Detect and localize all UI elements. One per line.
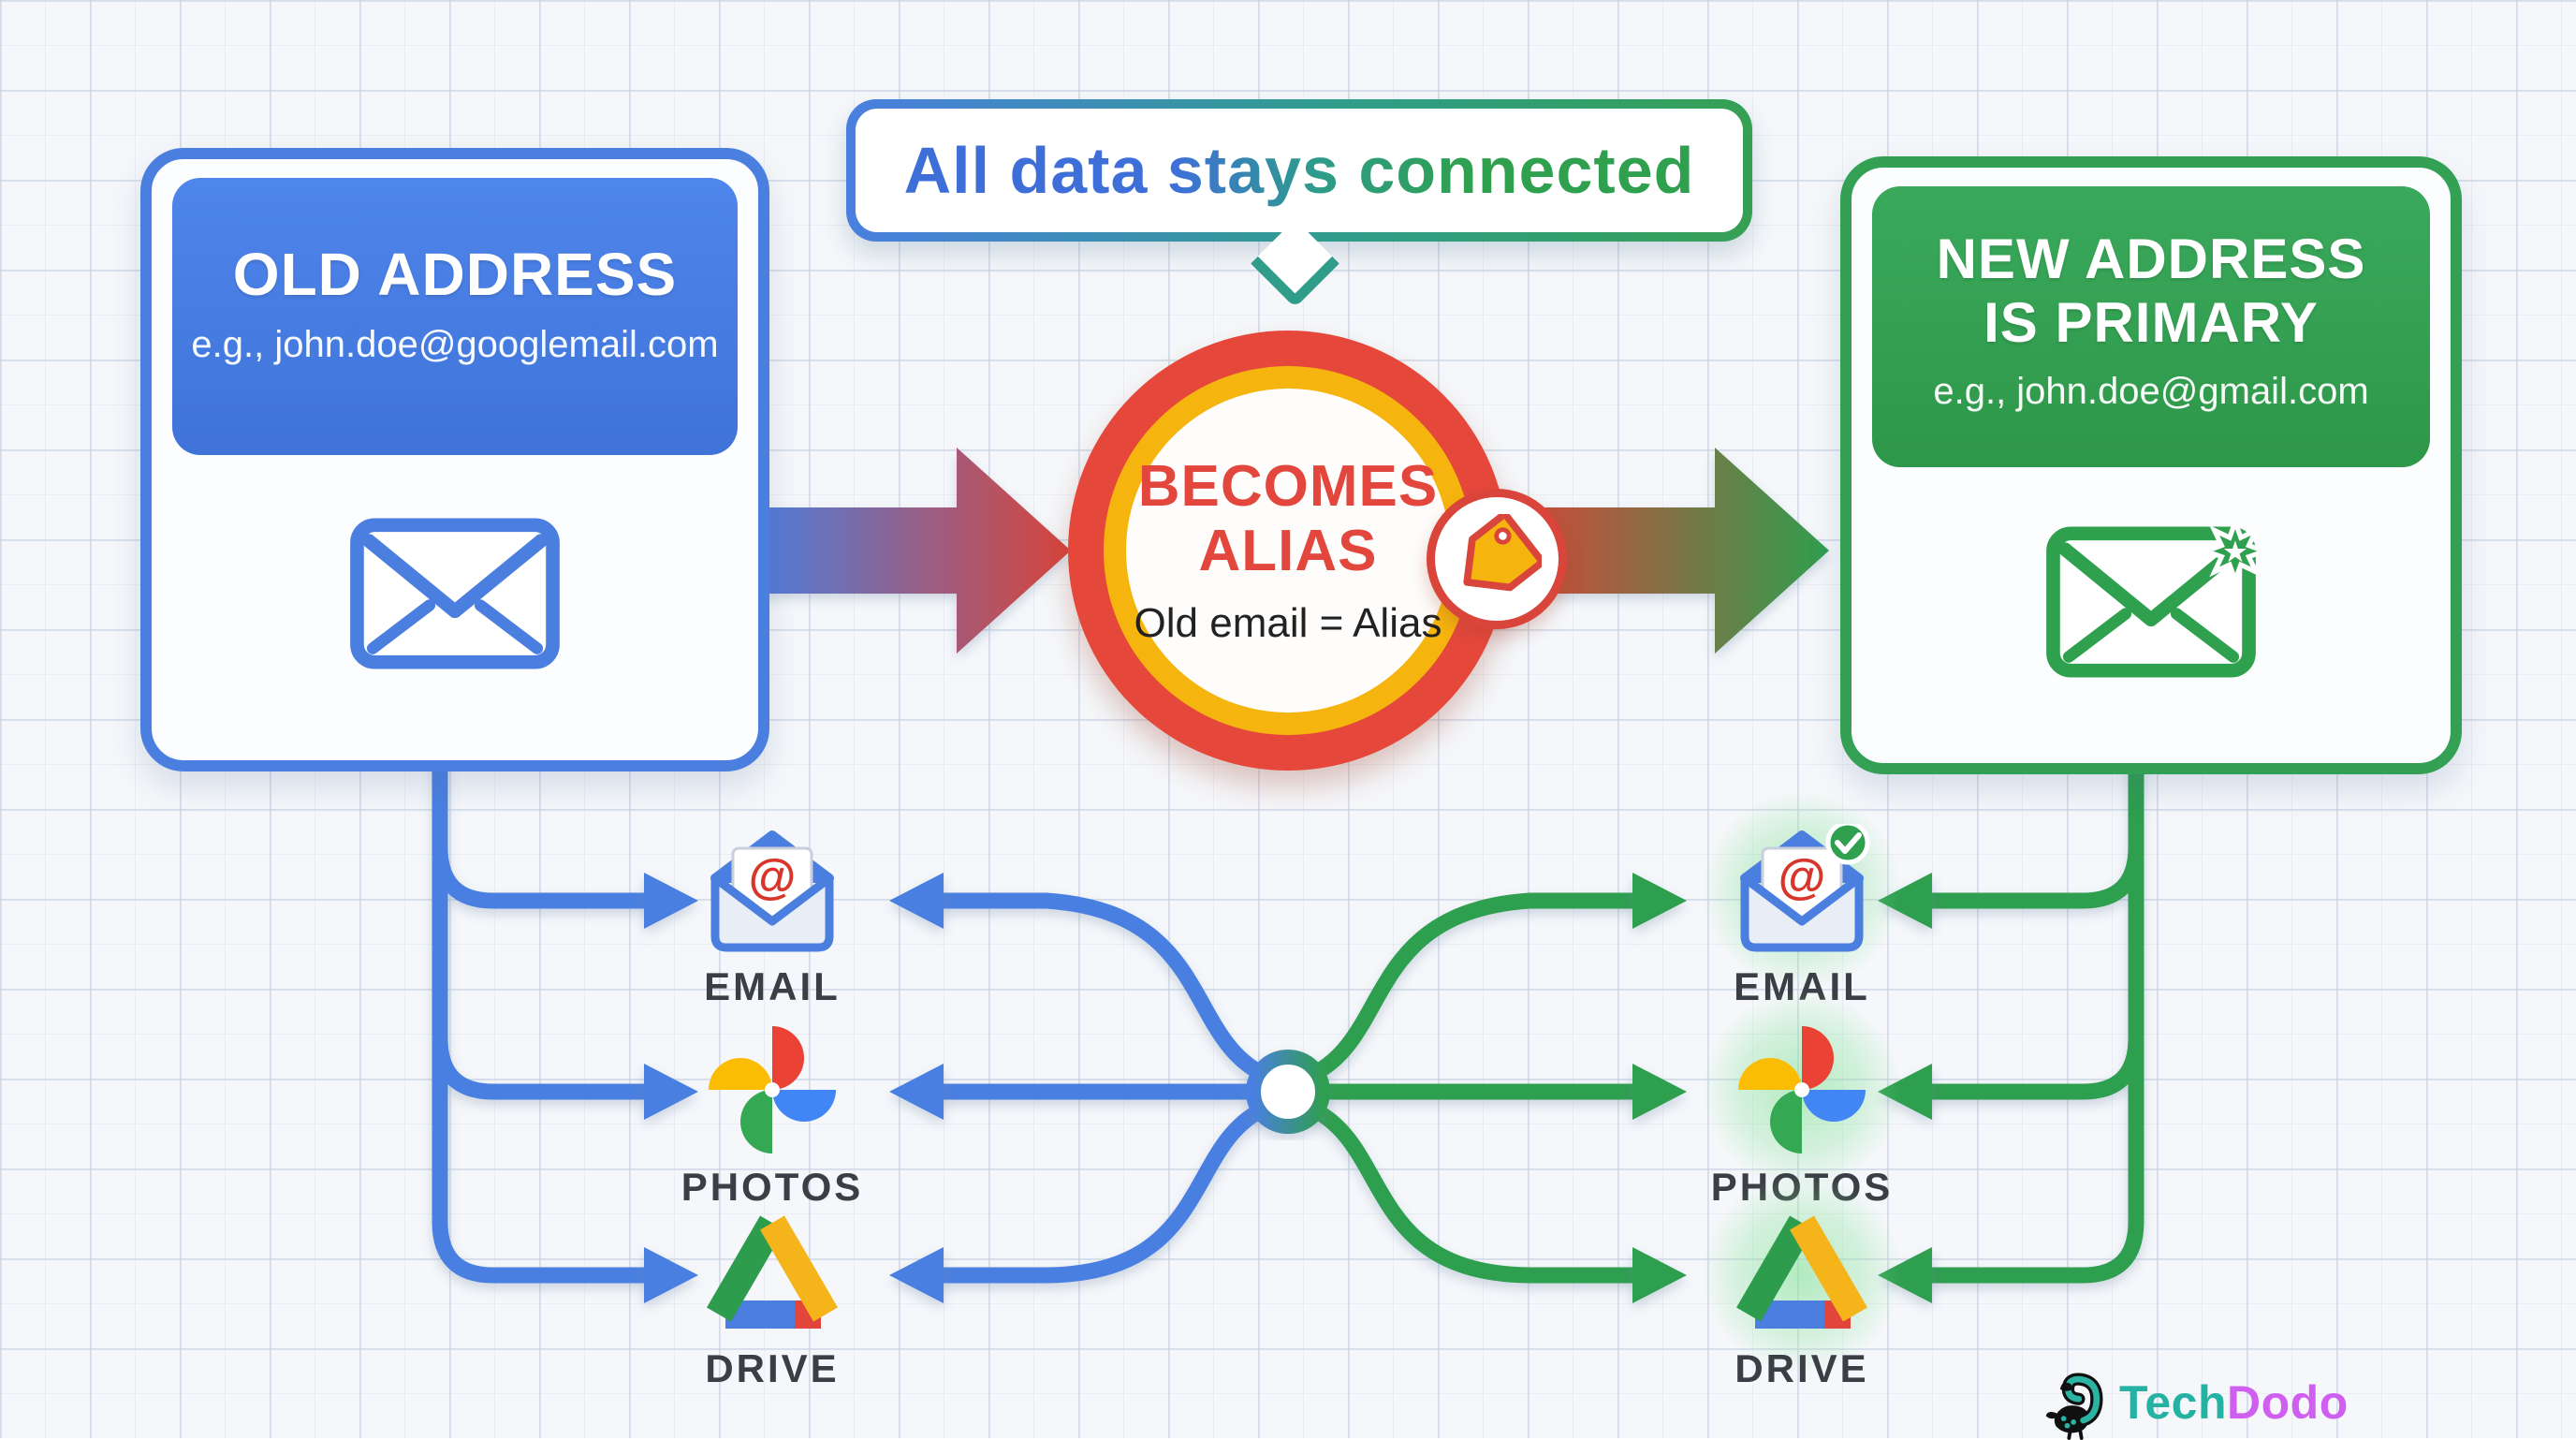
brand-name-dodo: Dodo — [2227, 1376, 2349, 1429]
email-open-icon: @ — [702, 824, 842, 957]
brand-name-tech: Tech — [2119, 1376, 2227, 1429]
new-address-title-line1: NEW ADDRESS — [1936, 228, 2366, 290]
service-label: EMAIL — [704, 964, 841, 1008]
alias-to-new-arrow — [1505, 448, 1829, 654]
star-burst-badge: ★ — [2198, 523, 2259, 588]
new-address-title-line2: IS PRIMARY — [1983, 291, 2319, 355]
banner-inner: All data stays connected — [856, 109, 1743, 232]
service-label: PHOTOS — [681, 1165, 864, 1209]
email-open-checked-icon: @ — [1704, 792, 1900, 989]
banner-bubble: All data stays connected — [846, 99, 1752, 308]
alias-inner-disc: BECOMES ALIAS Old email = Alias — [1126, 389, 1450, 713]
old-address-example: e.g., john.doe@googlemail.com — [191, 324, 719, 365]
dodo-bird-icon — [2045, 1373, 2103, 1440]
service-label: DRIVE — [1734, 1346, 1869, 1390]
left-service-drive: DRIVE — [669, 1208, 875, 1391]
right-service-email: @ EMAIL — [1699, 792, 1905, 1009]
alias-tag-badge — [1427, 489, 1567, 629]
left-service-email: @ EMAIL — [669, 824, 875, 1009]
hub-left-lines — [935, 892, 1269, 1284]
new-card-branch-lines — [1924, 741, 2144, 1284]
hub-right-lines — [1307, 892, 1641, 1284]
google-drive-icon — [1704, 1175, 1900, 1372]
becomes-alias-circle: BECOMES ALIAS Old email = Alias — [1068, 331, 1508, 771]
brand-logo: TechDodo — [2041, 1365, 2349, 1440]
banner-title: All data stays connected — [903, 134, 1695, 207]
check-badge-icon — [1825, 824, 1870, 865]
google-drive-icon — [697, 1208, 847, 1339]
right-service-photos: PHOTOS — [1699, 992, 1905, 1210]
old-address-card: OLD ADDRESS e.g., john.doe@googlemail.co… — [140, 148, 769, 771]
new-card-branch-arrowheads — [1878, 873, 1932, 1303]
svg-text:★: ★ — [2222, 536, 2248, 568]
hub-left-arrowheads — [889, 873, 944, 1303]
new-address-example: e.g., john.doe@gmail.com — [1933, 370, 2369, 412]
alias-note: Old email = Alias — [1134, 600, 1442, 647]
new-address-card: NEW ADDRESS IS PRIMARY e.g., john.doe@gm… — [1840, 156, 2462, 774]
alias-title-line2: ALIAS — [1198, 519, 1378, 583]
old-address-header: OLD ADDRESS e.g., john.doe@googlemail.co… — [172, 178, 738, 455]
alias-title-line1: BECOMES — [1137, 453, 1439, 519]
old-card-branch-lines — [432, 741, 652, 1284]
new-address-header: NEW ADDRESS IS PRIMARY e.g., john.doe@gm… — [1872, 186, 2430, 467]
service-label: DRIVE — [705, 1346, 840, 1390]
hub-right-arrowheads — [1632, 873, 1687, 1303]
right-service-drive: DRIVE — [1699, 1175, 1905, 1391]
old-card-branch-arrowheads — [644, 873, 698, 1303]
svg-text:@: @ — [749, 850, 797, 904]
google-photos-icon — [705, 1022, 840, 1157]
left-service-photos: PHOTOS — [669, 1022, 875, 1210]
google-photos-icon — [1704, 992, 1900, 1188]
envelope-icon — [350, 518, 560, 669]
hub-node-icon — [1246, 1050, 1330, 1134]
envelope-star-icon: ★ — [2046, 523, 2259, 678]
brand-name: TechDodo — [2119, 1375, 2349, 1430]
old-address-title: OLD ADDRESS — [232, 241, 678, 308]
svg-text:@: @ — [1778, 850, 1826, 904]
new-address-title: NEW ADDRESS IS PRIMARY — [1872, 228, 2430, 356]
price-tag-icon — [1463, 514, 1542, 592]
old-to-alias-arrow — [747, 448, 1071, 654]
